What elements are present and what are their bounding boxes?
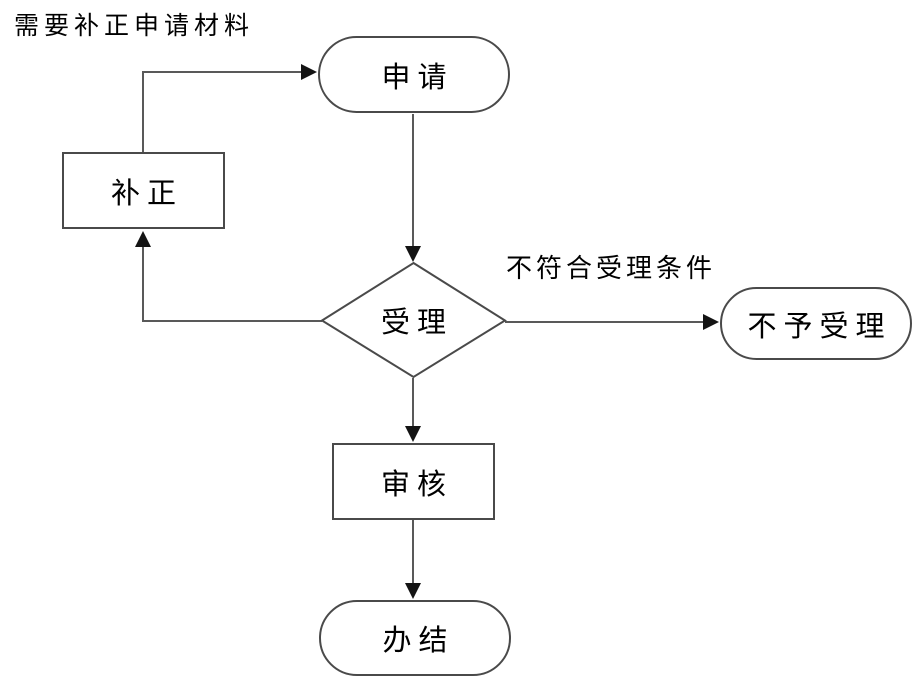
node-accept-label: 受理 [380,307,453,339]
node-review-label: 审核 [380,468,453,501]
node-review: 审核 [332,443,495,520]
edge-label-not-qualified: 不符合受理条件 [506,254,717,283]
node-accept-diamond [320,261,507,379]
node-accept: 受理 [322,263,505,377]
node-apply-label: 申请 [381,61,454,94]
node-reject-label: 不予受理 [747,310,892,343]
node-supplement: 补正 [62,152,225,229]
node-reject: 不予受理 [720,287,912,360]
edge-label-need-supplement: 需要补正申请材料 [14,13,255,40]
edge-supplement-to-apply [142,64,317,153]
node-apply: 申请 [318,36,510,113]
node-finish: 办结 [319,600,511,676]
node-supplement-label: 补正 [110,177,183,210]
node-finish-label: 办结 [382,625,455,657]
edge-accept-to-supplement [135,231,322,322]
